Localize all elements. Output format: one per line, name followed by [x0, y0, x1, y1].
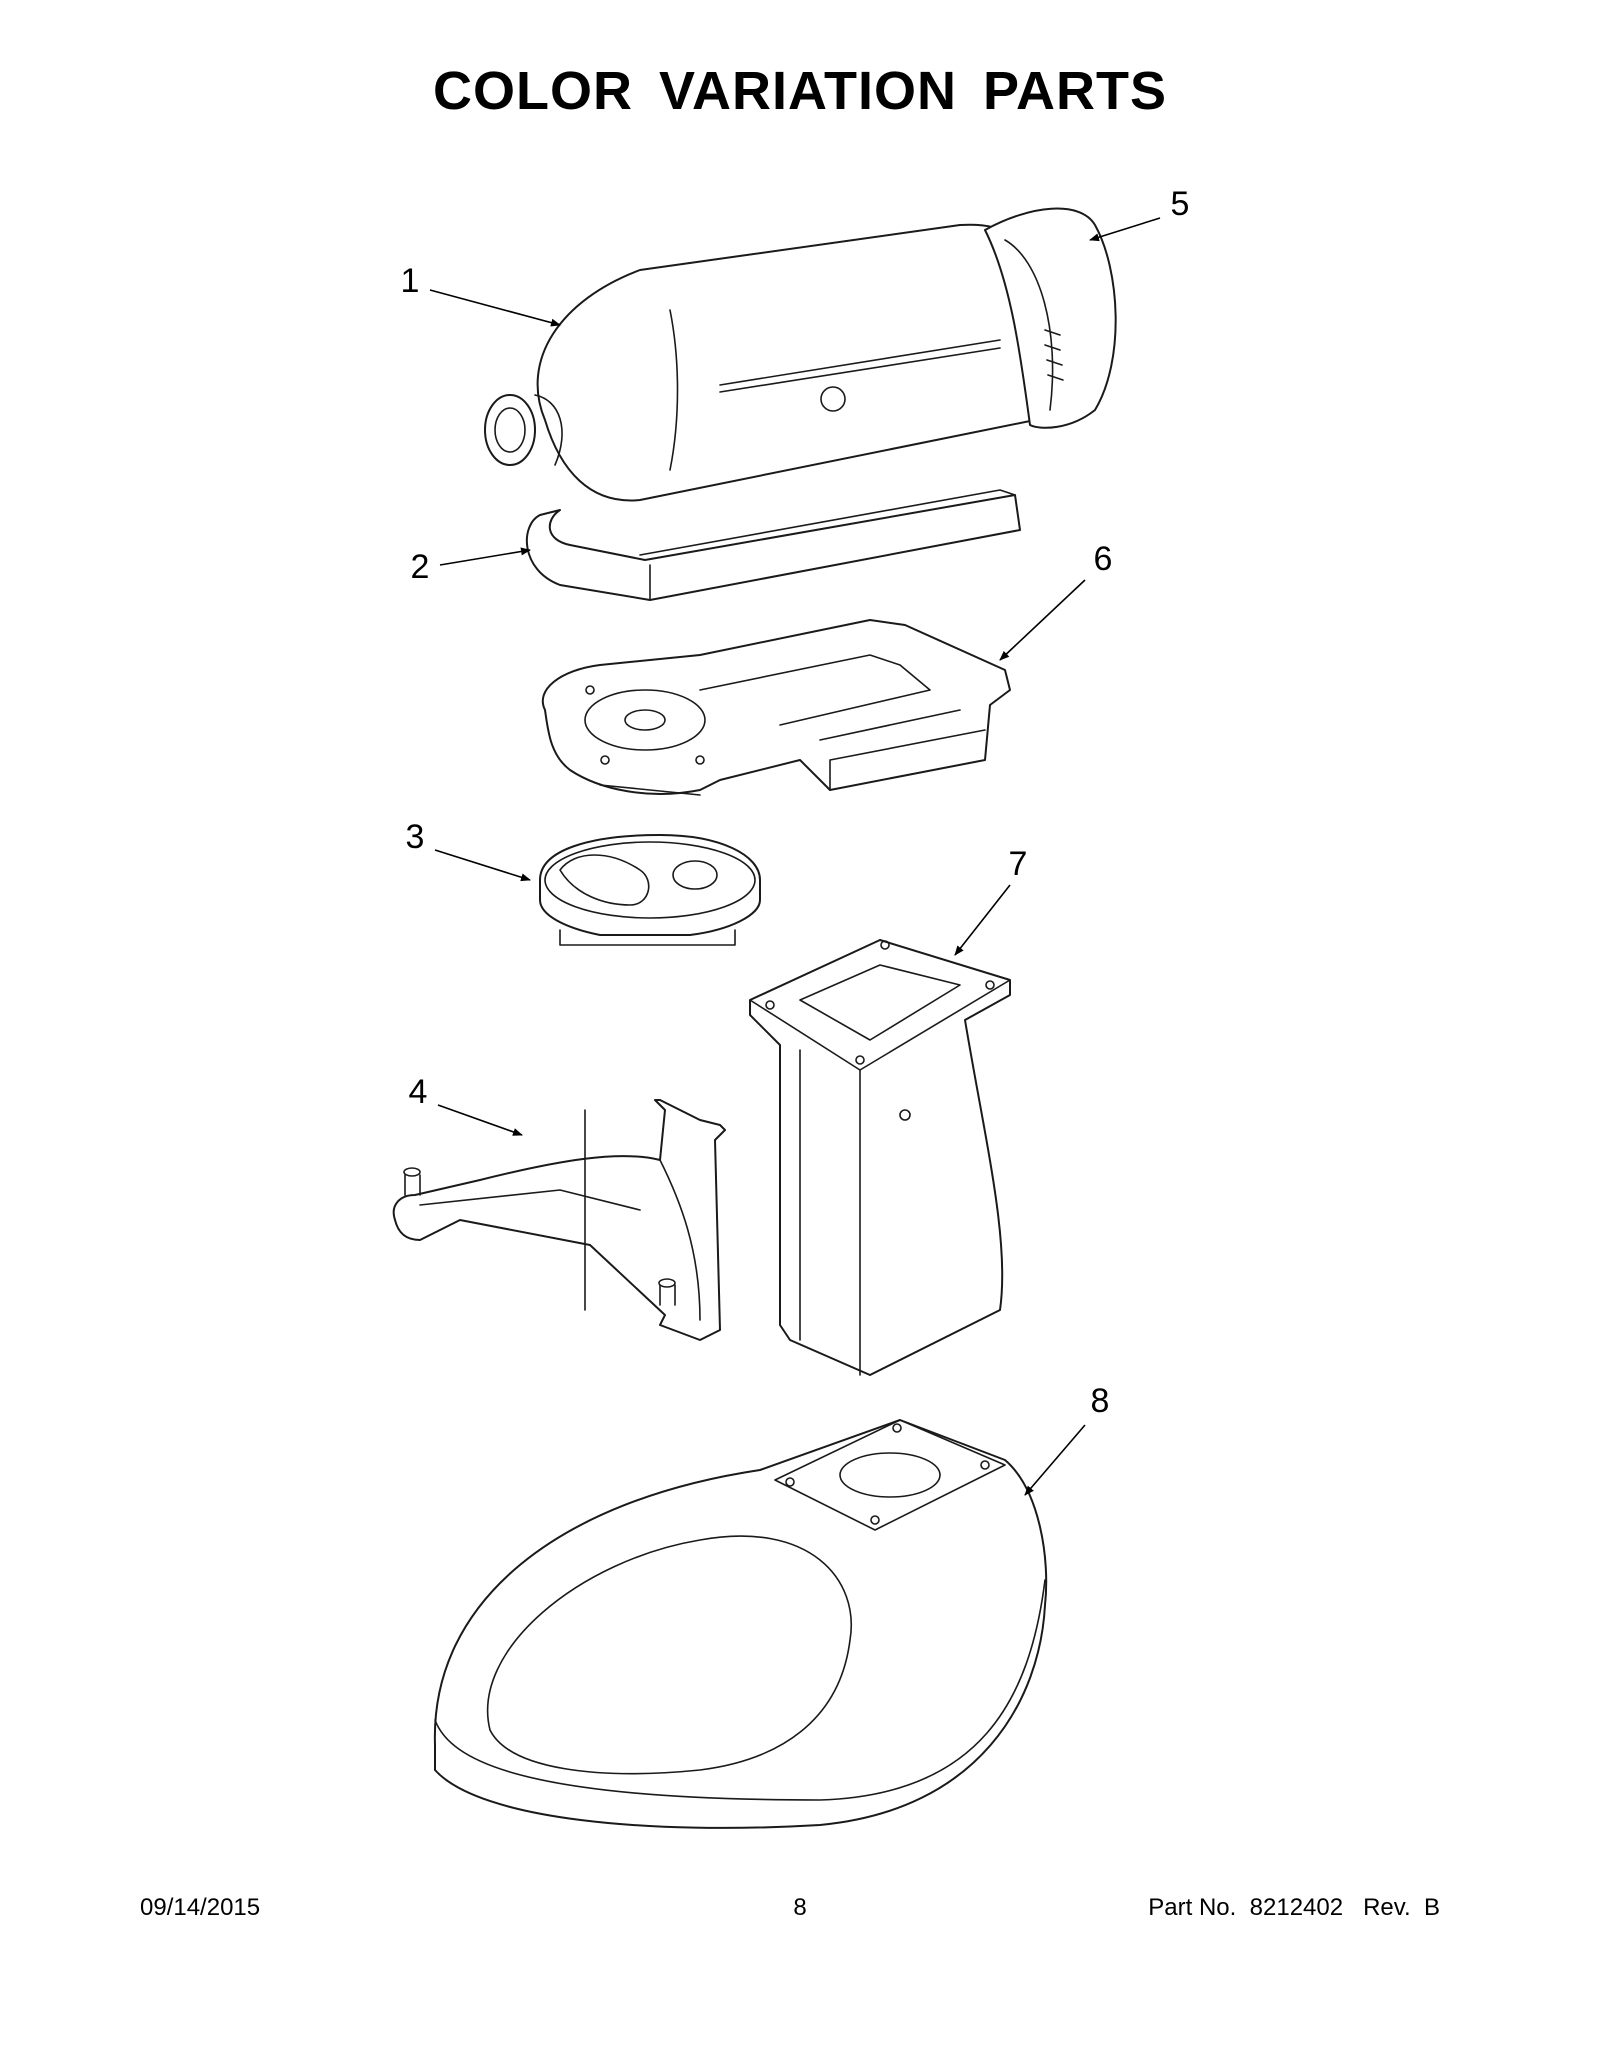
part-bowl-support [392, 1099, 726, 1341]
footer-page-number: 8 [793, 1894, 807, 1921]
leader-5 [1089, 217, 1161, 242]
part-trim-band [526, 489, 1021, 601]
callout-4: 4 [409, 1073, 428, 1111]
callout-5: 5 [1171, 185, 1190, 223]
callout-7: 7 [1009, 845, 1028, 883]
callout-3: 3 [406, 818, 425, 856]
footer-date: 09/14/2015 [140, 1894, 261, 1921]
page-title: COLOR VARIATION PARTS [433, 61, 1167, 121]
callout-8: 8 [1091, 1382, 1110, 1420]
callout-2: 2 [411, 548, 430, 586]
leader-1 [429, 289, 561, 327]
leader-4 [437, 1104, 523, 1136]
leader-lines [429, 217, 1161, 1496]
leader-2 [439, 547, 531, 566]
callout-1: 1 [401, 262, 420, 300]
callout-labels: 1 2 3 4 5 6 7 8 [401, 185, 1190, 1420]
part-gear-housing [542, 619, 1011, 796]
part-pedestal-column [749, 939, 1011, 1376]
callout-6: 6 [1094, 540, 1113, 578]
footer-part-number: Part No. 8212402 Rev. B [1148, 1894, 1440, 1921]
part-base [433, 1419, 1048, 1829]
leader-7 [954, 884, 1011, 956]
part-rear-cover [984, 207, 1117, 429]
leader-8 [1024, 1424, 1086, 1496]
leader-3 [434, 849, 531, 882]
part-motor-housing [484, 223, 1036, 502]
leader-6 [999, 579, 1086, 661]
part-planetary-ring [539, 834, 761, 946]
